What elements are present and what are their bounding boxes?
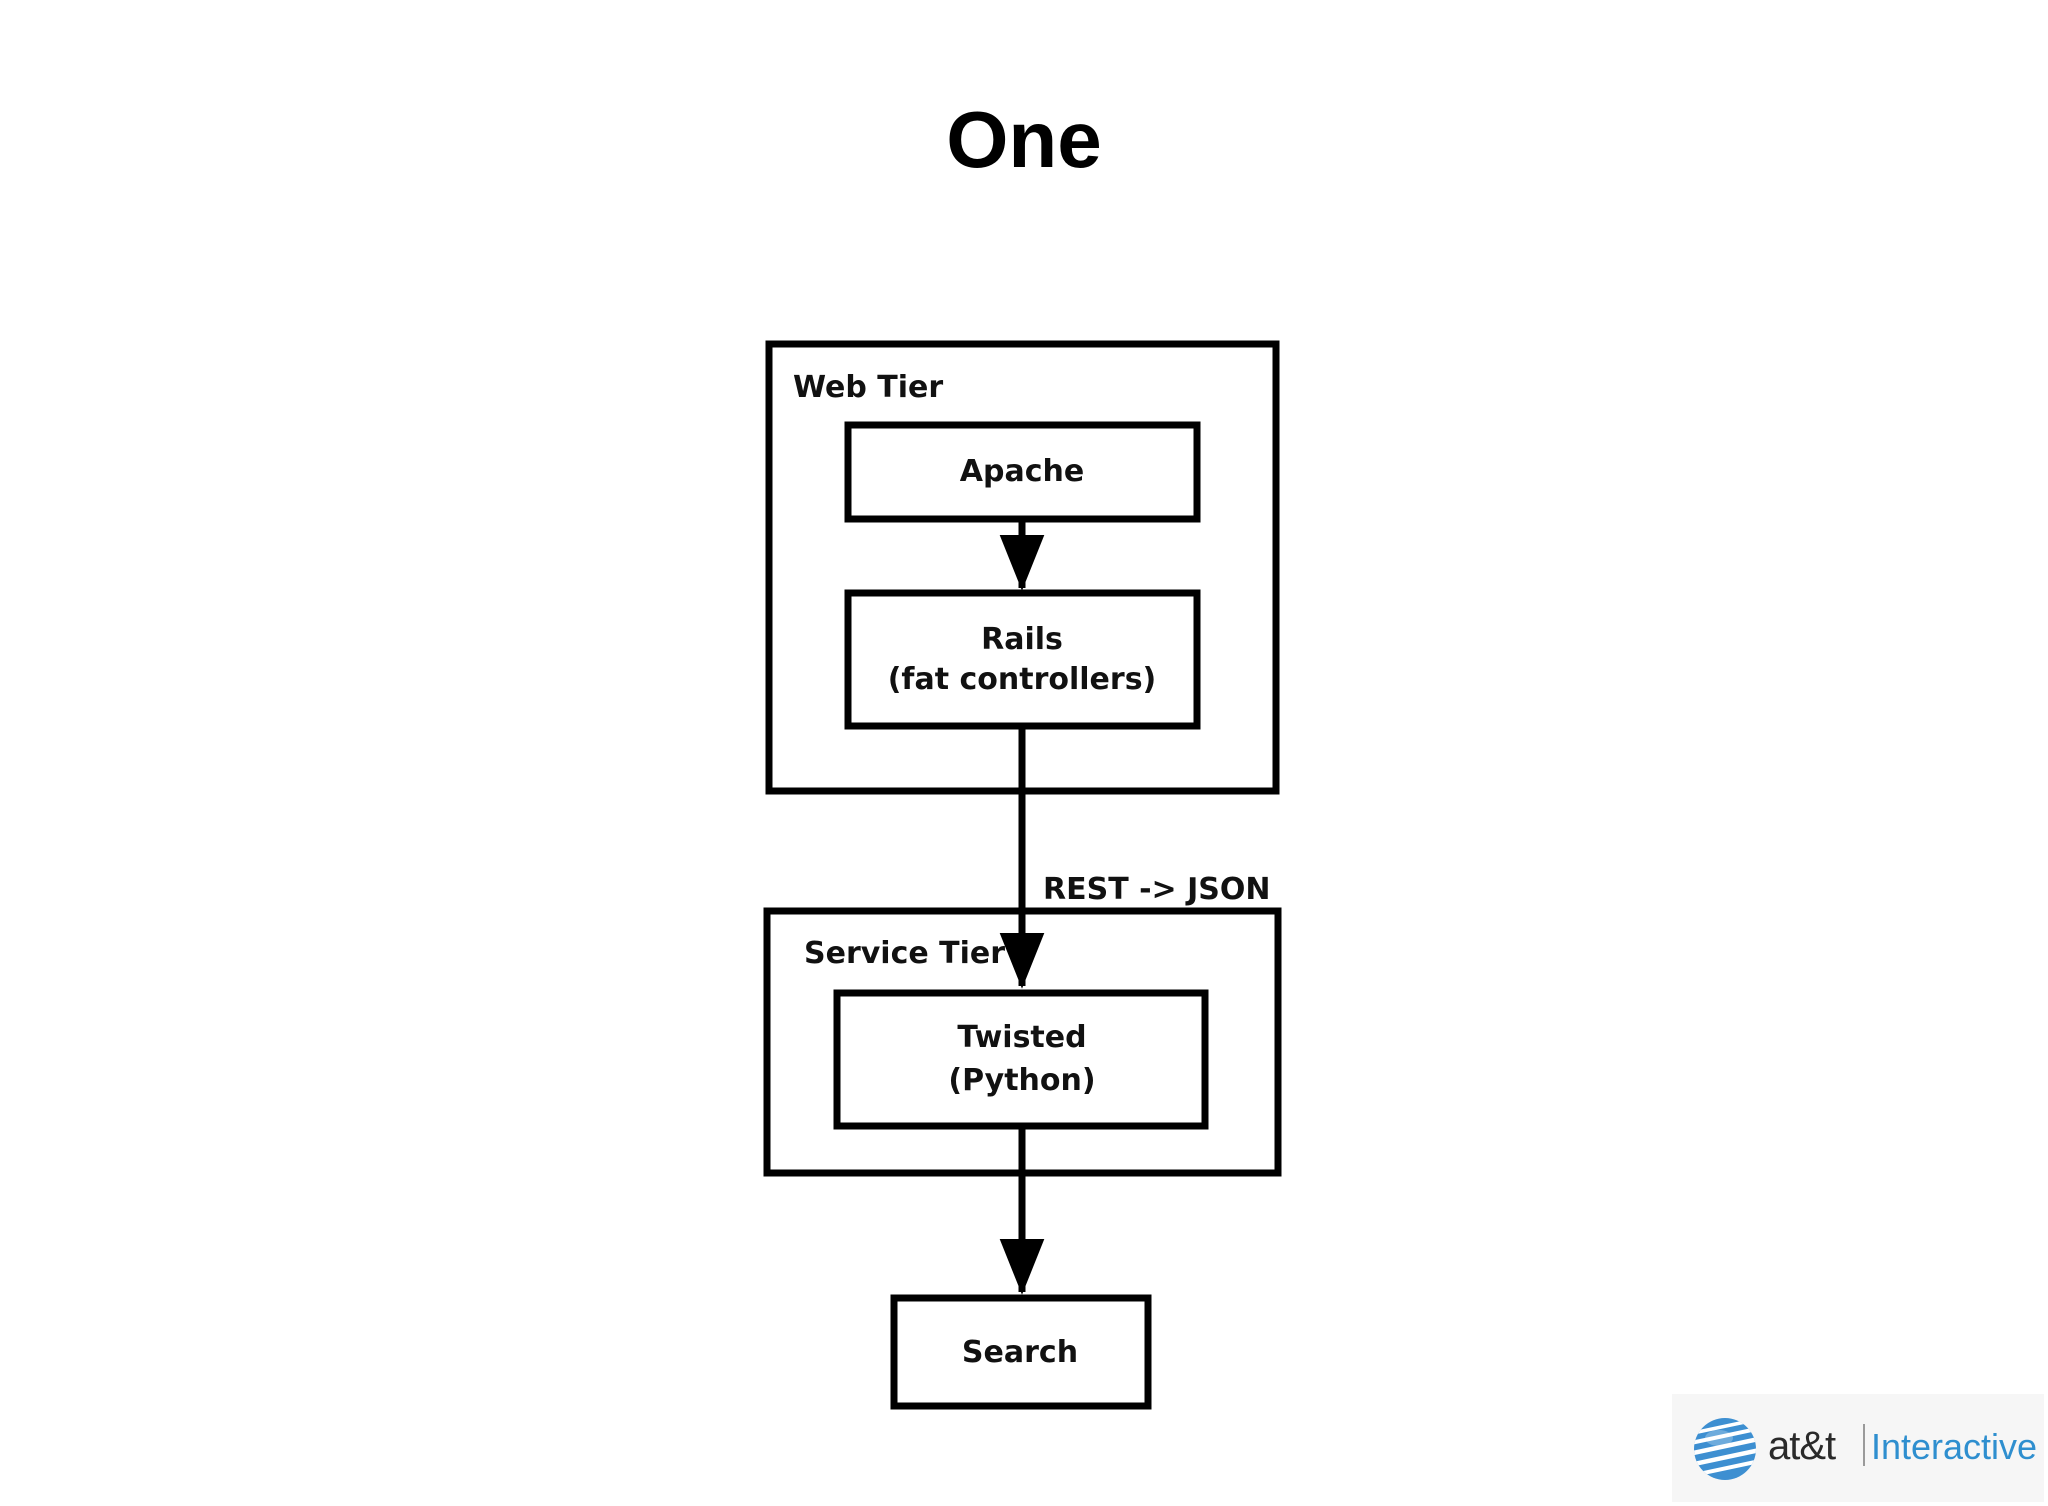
slide-title: One — [946, 95, 1102, 184]
rails-sublabel: (fat controllers) — [888, 662, 1157, 697]
twisted-node — [833, 989, 1209, 1130]
rest-json-edge-label: REST -> JSON — [1043, 872, 1271, 907]
interactive-wordmark: Interactive — [1871, 1426, 2038, 1467]
att-globe-icon — [1694, 1418, 1756, 1480]
service-tier-label: Service Tier — [804, 936, 1005, 971]
logo-divider — [1863, 1424, 1865, 1466]
att-interactive-logo: at&t Interactive — [1672, 1394, 2044, 1502]
search-label: Search — [962, 1335, 1078, 1370]
rails-node — [844, 589, 1201, 730]
twisted-sublabel: (Python) — [948, 1063, 1095, 1098]
rails-label: Rails — [981, 622, 1063, 657]
twisted-label: Twisted — [957, 1020, 1086, 1055]
apache-label: Apache — [960, 454, 1084, 489]
att-wordmark: at&t — [1768, 1424, 1836, 1468]
web-tier-label: Web Tier — [793, 370, 943, 405]
search-node — [890, 1294, 1152, 1410]
